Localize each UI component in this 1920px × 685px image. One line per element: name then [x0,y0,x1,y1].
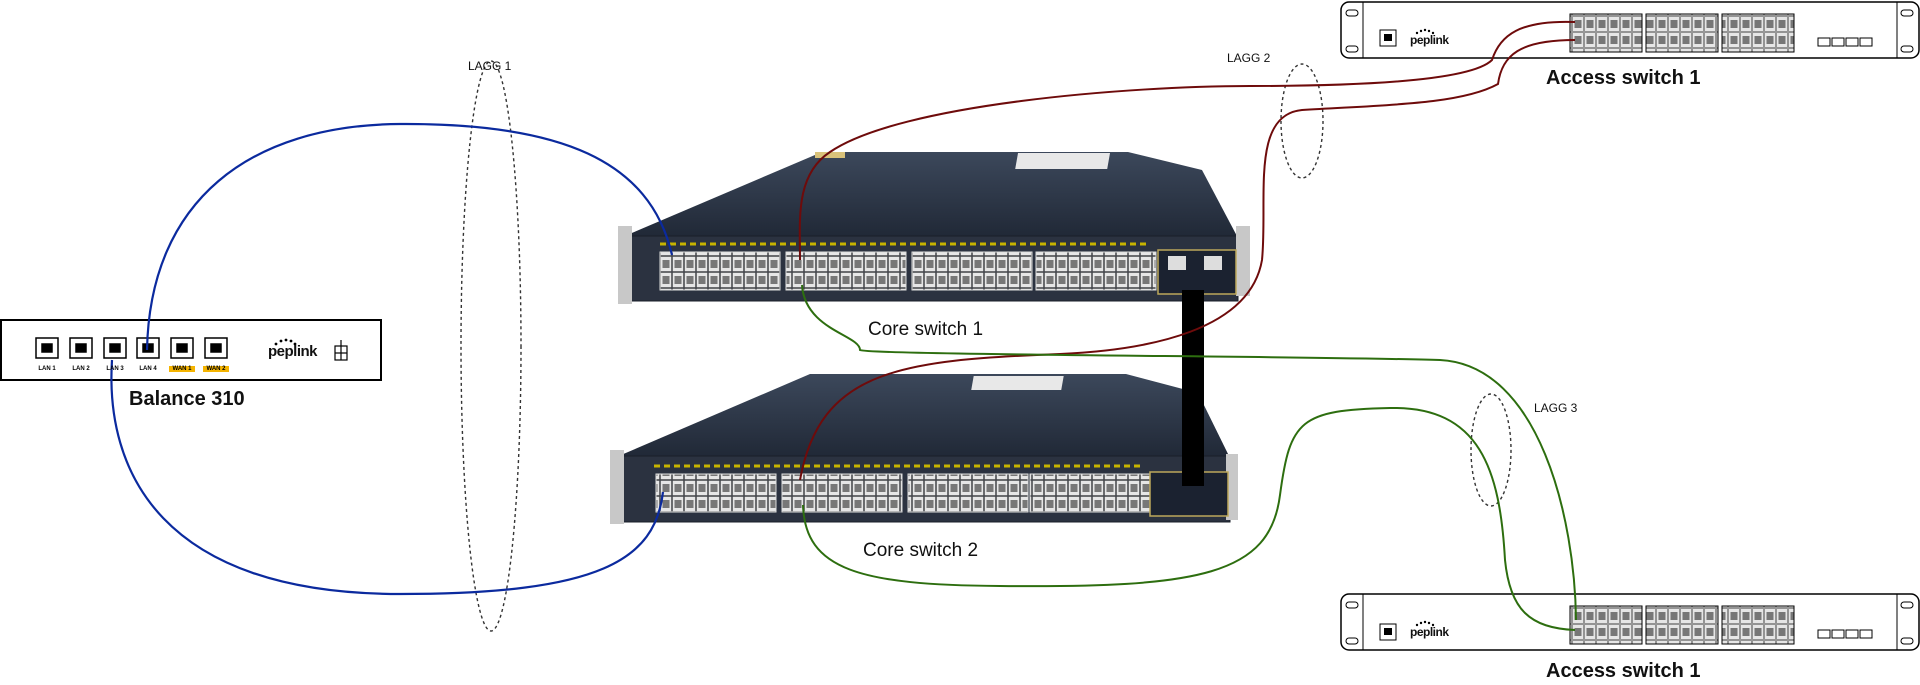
stack-cable [1182,290,1204,486]
port-label-wan1: WAN 1 [169,366,195,372]
core2-port-block-1 [655,473,777,513]
peplink-logo-balance: peplink [268,343,318,360]
lagg1-cable-upper [145,122,674,351]
port-label-wan2: WAN 2 [203,366,229,372]
access-switch-top-label: Access switch 1 [1546,67,1701,89]
access-switch-bottom [1340,593,1920,651]
lagg2-label: LAGG 2 [1227,51,1271,65]
peplink-logo-access-top: peplink [1410,33,1449,47]
access-switch-top [1340,1,1920,59]
lagg3-ellipse [1470,393,1512,507]
lagg1-label: LAGG 1 [468,59,512,73]
core-switch-2-label: Core switch 2 [863,540,979,561]
access-top-port-block-3 [1721,13,1795,53]
core1-port-block-4 [1035,251,1157,291]
usb-icon [334,340,348,361]
access-top-port-block-1 [1569,13,1643,53]
peplink-logo-access-bottom: peplink [1410,625,1449,639]
lagg2-cable-upper [798,20,1576,261]
access-switch-bottom-label: Access switch 1 [1546,660,1701,682]
port-label-lan3: LAN 3 [106,366,124,372]
access-top-port-block-2 [1645,13,1719,53]
port-label-lan2: LAN 2 [72,366,90,372]
core1-port-block-3 [911,251,1033,291]
core2-port-block-2 [781,473,903,513]
core-switch-1-label: Core switch 1 [868,319,984,340]
peplink-logo-dots [274,338,297,346]
access-bottom-port-block-3 [1721,605,1795,645]
core1-port-block-2 [785,251,907,291]
core-switch-2 [610,374,1238,524]
core2-port-block-3 [907,473,1029,513]
access-bottom-port-block-2 [1645,605,1719,645]
core-switch-1 [618,152,1250,304]
lagg2-ellipse [1280,63,1324,179]
lagg2-cable-lower [799,39,1576,481]
balance-310-label: Balance 310 [129,388,245,410]
port-label-lan1: LAN 1 [38,366,56,372]
port-label-lan4: LAN 4 [139,366,157,372]
core1-port-block-1 [659,251,781,291]
lagg3-cable-lower [802,406,1576,631]
lagg3-label: LAGG 3 [1534,401,1578,415]
lagg3-cable-upper [801,284,1577,621]
access-bottom-port-block-1 [1569,605,1643,645]
core2-port-block-4 [1029,473,1151,513]
lagg1-ellipse [460,60,522,632]
lagg1-cable-lower [110,359,665,596]
